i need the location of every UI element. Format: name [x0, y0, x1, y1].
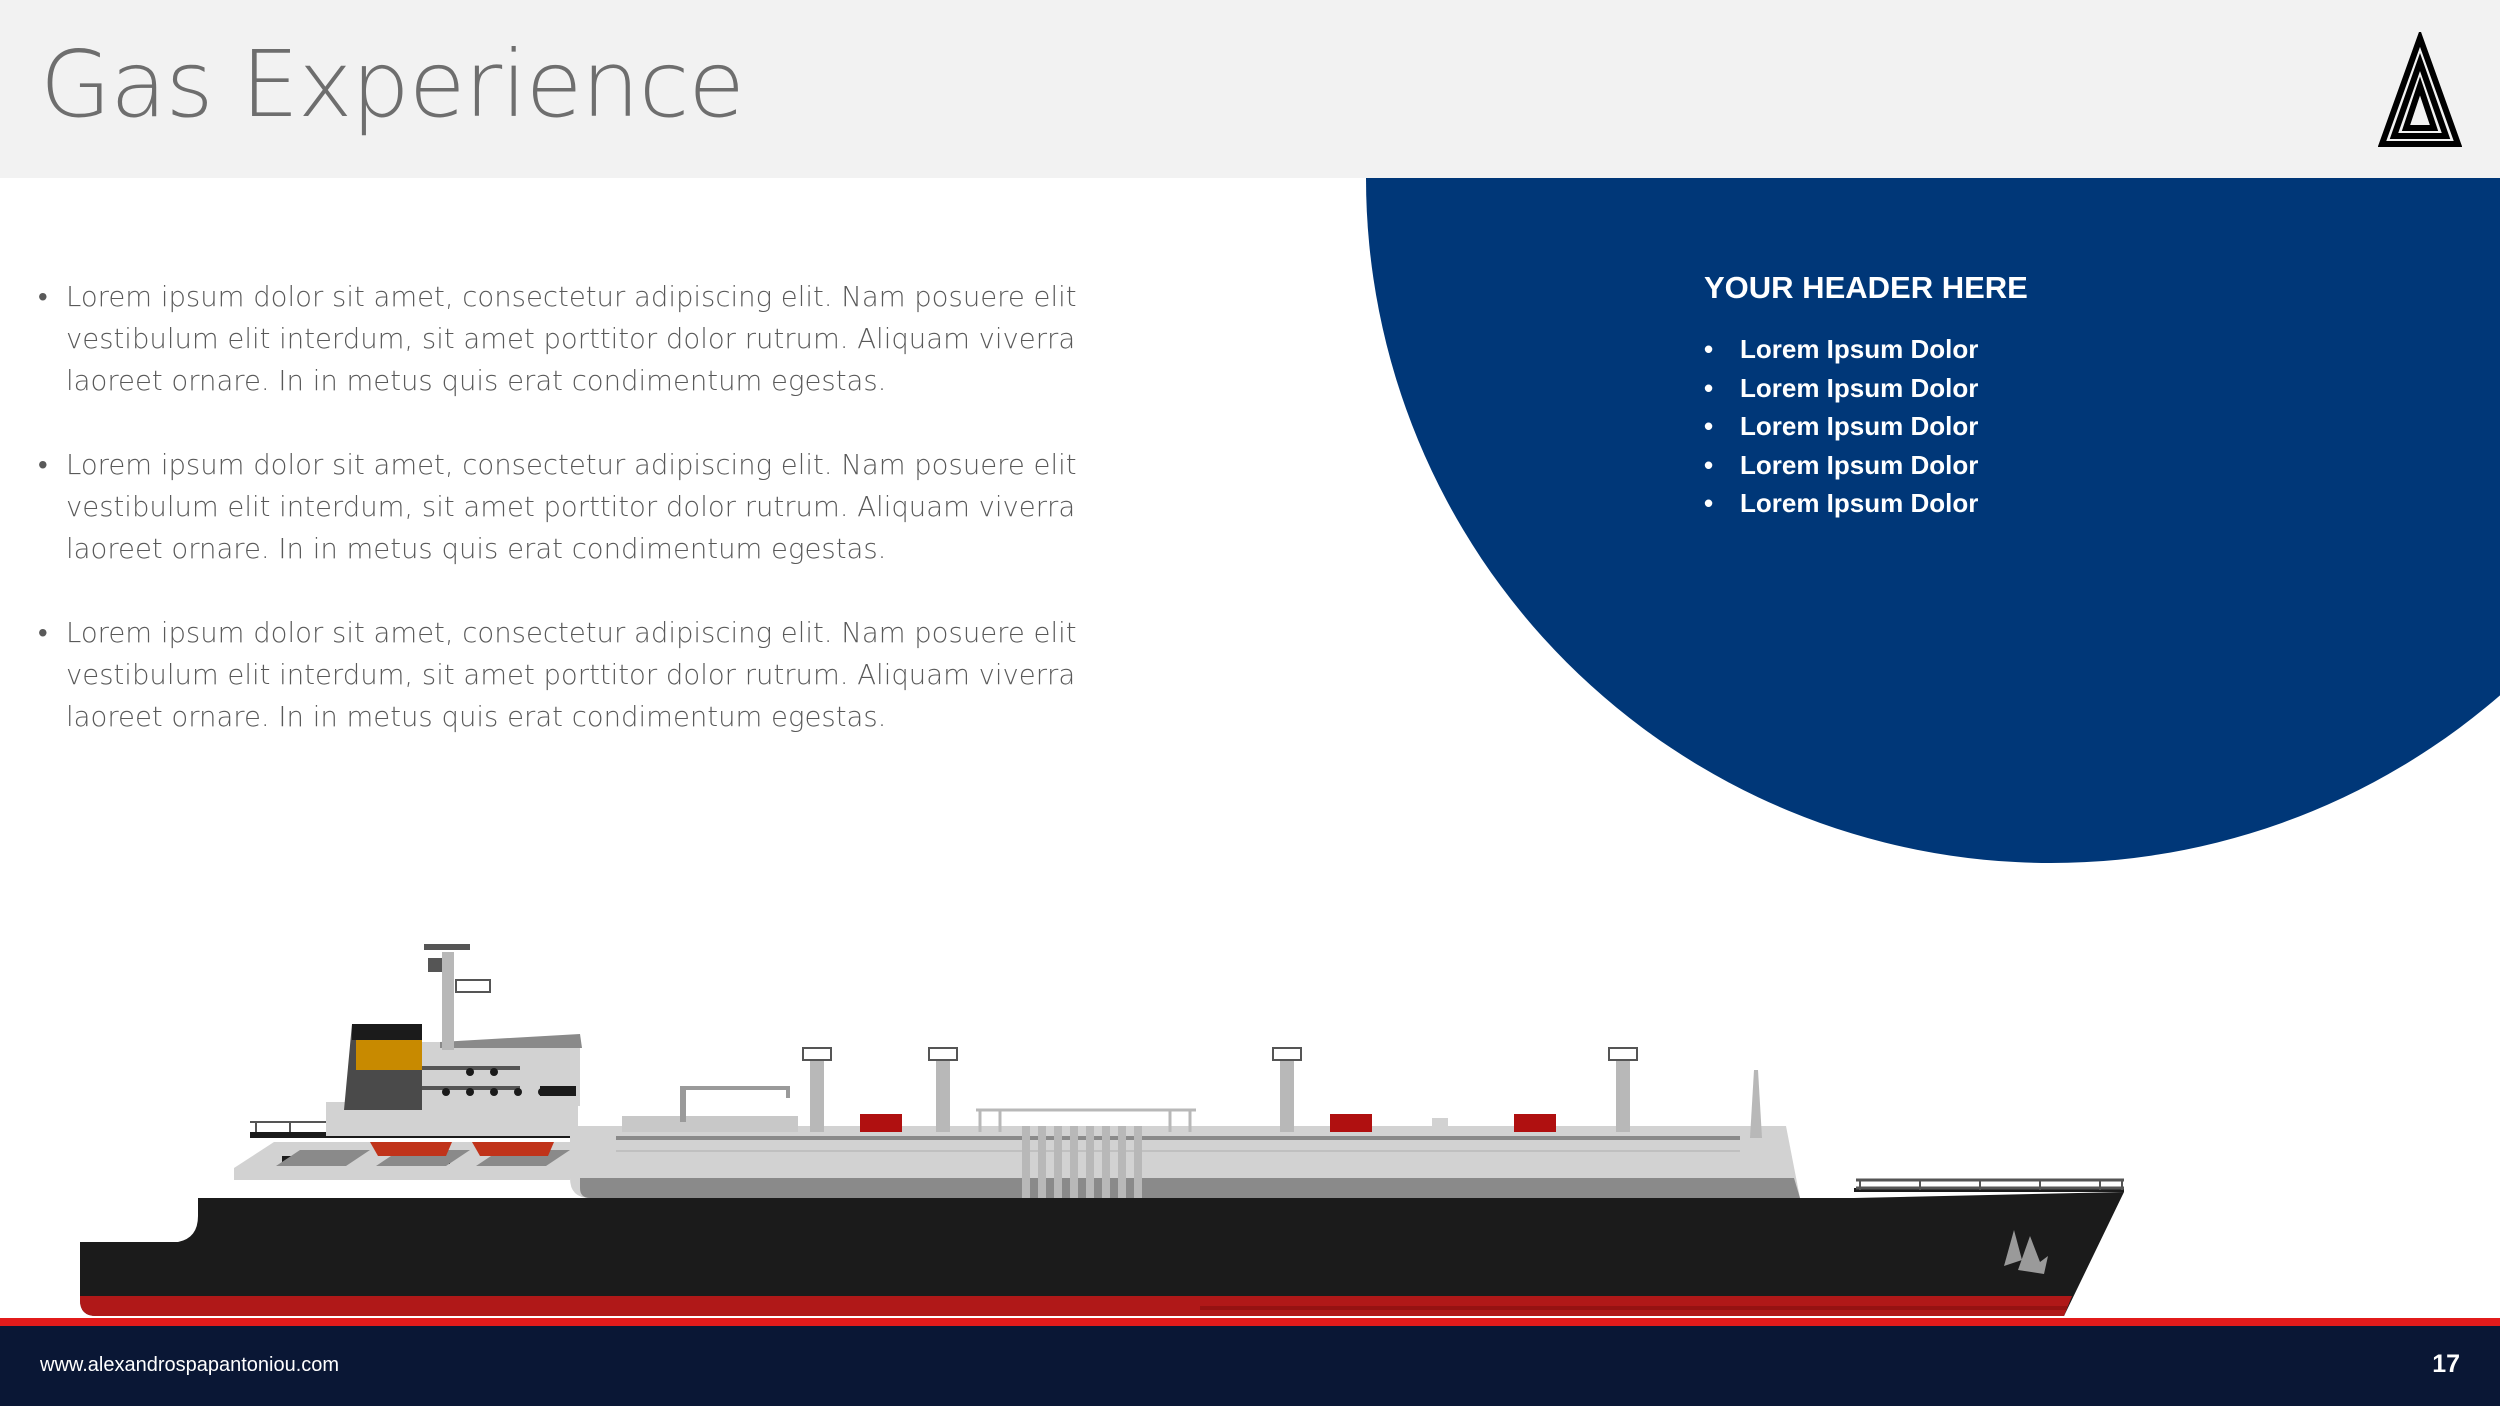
panel-list-item: • Lorem Ipsum Dolor [1704, 330, 1978, 369]
body-bullet: • Lorem ipsum dolor sit amet, consectetur… [38, 444, 1168, 570]
panel-item-label: Lorem Ipsum Dolor [1740, 449, 1979, 480]
panel-list-item: • Lorem Ipsum Dolor [1704, 369, 1978, 408]
bullet-dot: • [1704, 411, 1714, 441]
triangle-a-logo-icon [2378, 32, 2462, 147]
footer-bar [0, 1326, 2500, 1406]
panel-item-label: Lorem Ipsum Dolor [1740, 488, 1979, 518]
bullet-dot: • [38, 281, 48, 313]
panel-list-item: • Lorem Ipsum Dolor [1704, 446, 1978, 485]
body-bullet-text: Lorem ipsum dolor sit amet, consectetur … [66, 449, 1077, 565]
lng-tanker-ship-icon [80, 944, 2124, 1316]
panel-list-item: • Lorem Ipsum Dolor [1704, 407, 1978, 446]
panel-list: • Lorem Ipsum Dolor • Lorem Ipsum Dolor • L… [1704, 330, 1978, 523]
panel-item-label: Lorem Ipsum Dolor [1740, 411, 1979, 441]
bullet-dot: • [38, 449, 48, 481]
body-bullet: • Lorem ipsum dolor sit amet, consectetur… [38, 612, 1168, 738]
header-bar [0, 0, 2500, 178]
bullet-dot: • [38, 617, 48, 649]
bullet-dot: • [1704, 449, 1714, 480]
navy-circle-panel [1366, 178, 2500, 863]
panel-title: YOUR HEADER HERE [1704, 270, 2028, 305]
bullet-dot: • [1704, 488, 1714, 518]
body-bullets: • Lorem ipsum dolor sit amet, consectetur… [38, 276, 1168, 780]
body-bullet: • Lorem ipsum dolor sit amet, consectetur… [38, 276, 1168, 402]
accent-red-line [0, 1318, 2500, 1326]
body-bullet-text: Lorem ipsum dolor sit amet, consectetur … [66, 617, 1077, 733]
page-number: 17 [2432, 1350, 2460, 1378]
footer-url[interactable]: www.alexandrospapantoniou.com [40, 1354, 340, 1376]
bullet-dot: • [1704, 334, 1714, 364]
panel-item-label: Lorem Ipsum Dolor [1740, 372, 1979, 403]
panel-item-label: Lorem Ipsum Dolor [1740, 334, 1979, 364]
bullet-dot: • [1704, 372, 1714, 403]
body-bullet-text: Lorem ipsum dolor sit amet, consectetur … [66, 281, 1077, 397]
panel-list-item: • Lorem Ipsum Dolor [1704, 484, 1978, 523]
page-title: Gas Experience [40, 31, 745, 138]
